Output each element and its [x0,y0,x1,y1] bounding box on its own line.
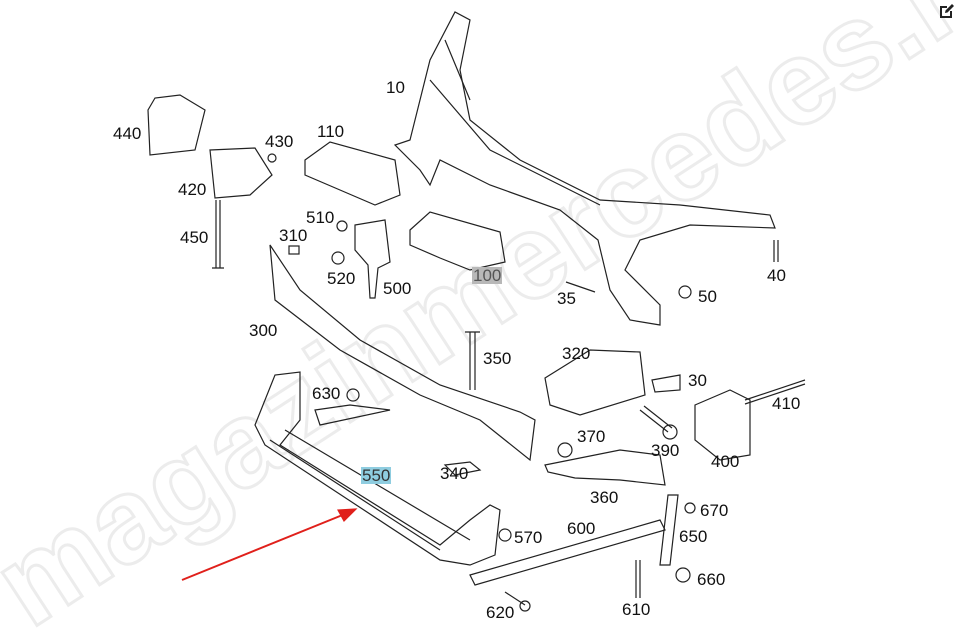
part-670-nut [684,502,696,514]
callout-450[interactable]: 450 [180,228,209,247]
callout-50[interactable]: 50 [698,287,717,306]
part-350-bolt [465,331,480,390]
part-570-screw [498,528,512,542]
part-450-bolt [212,200,224,269]
callout-300[interactable]: 300 [249,321,278,340]
part-650-bracket [659,494,679,566]
callout-610[interactable]: 610 [622,600,651,619]
callout-350[interactable]: 350 [483,349,512,368]
edit-icon[interactable] [938,2,956,20]
callout-30[interactable]: 30 [688,371,707,390]
part-110-air-duct [304,141,401,206]
callout-570[interactable]: 570 [514,528,543,547]
part-320-bracket [544,349,646,416]
part-430-nut [267,153,277,163]
callout-440[interactable]: 440 [113,124,142,143]
part-440-bracket [147,94,206,156]
callout-420[interactable]: 420 [178,180,207,199]
part-40-bolt [773,240,779,262]
callout-400[interactable]: 400 [711,452,740,471]
part-50-nut [678,285,692,299]
callout-520[interactable]: 520 [327,269,356,288]
callout-110[interactable]: 110 [317,122,345,141]
part-520-nut [331,251,345,265]
part-340-clip [443,461,482,476]
part-610-bolt [635,560,641,598]
callout-10[interactable]: 10 [386,78,405,97]
callout-310[interactable]: 310 [279,226,308,245]
part-360-cover [544,449,666,486]
part-10-front-carrier [393,11,776,326]
pointer-arrow-head [337,508,358,522]
callout-35[interactable]: 35 [557,289,576,308]
callout-500[interactable]: 500 [383,279,412,298]
part-600-bracket [469,519,666,586]
part-400-bracket [694,389,751,461]
callout-550[interactable]: 550 [361,466,392,485]
part-100-air-duct [409,211,506,271]
callout-320[interactable]: 320 [562,344,591,363]
part-420-bracket [209,147,273,199]
callout-660[interactable]: 660 [697,570,726,589]
part-390-bolt [639,405,673,433]
callout-620[interactable]: 620 [486,603,515,622]
pointer-arrow [181,513,346,581]
part-550-lower-crossmember [254,371,501,566]
part-630-sleeve [346,388,360,402]
part-370-nut [557,442,573,458]
part-510-screw [336,220,348,232]
callout-40[interactable]: 40 [767,266,786,285]
callout-360[interactable]: 360 [590,488,619,507]
part-35-screw [565,281,596,293]
callout-650[interactable]: 650 [679,527,708,546]
callout-410[interactable]: 410 [772,394,801,413]
part-410-bolt [744,379,806,405]
callout-600[interactable]: 600 [567,519,596,538]
callout-510[interactable]: 510 [306,208,335,227]
callout-100[interactable]: 100 [472,266,503,285]
part-300-impact-absorber [269,244,536,462]
callout-340[interactable]: 340 [440,464,469,483]
callout-630[interactable]: 630 [312,384,341,403]
callout-670[interactable]: 670 [700,501,729,520]
callout-390[interactable]: 390 [651,441,680,460]
callout-370[interactable]: 370 [577,427,606,446]
part-500-bracket [354,219,391,299]
part-660-nut [675,567,691,583]
part-310-clip [288,245,300,255]
callout-430[interactable]: 430 [265,132,294,151]
part-30-clip [651,374,681,393]
